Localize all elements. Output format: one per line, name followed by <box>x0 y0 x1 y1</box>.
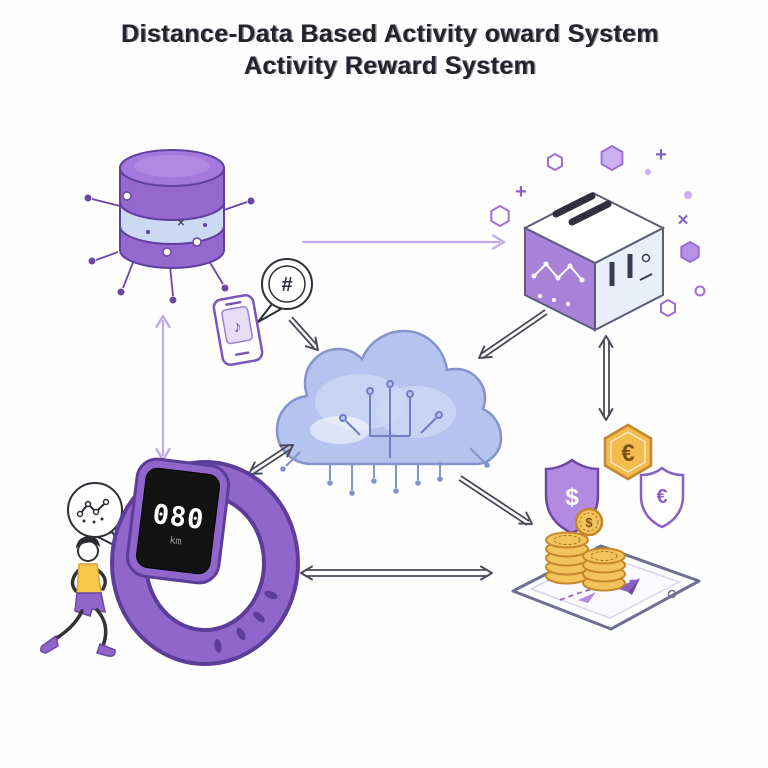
hashtag-bubble-icon: # <box>257 258 313 323</box>
plus-decoration-icon: + <box>515 181 527 203</box>
arrow-cloud-to-rewards <box>458 475 537 531</box>
database-cross-mark: ✕ <box>177 218 185 229</box>
runner-figure <box>39 536 116 657</box>
euro-hexagon-badge: € <box>603 423 653 481</box>
fitness-band-icon: 080 km <box>110 457 300 666</box>
diagram-title-line2: Activity Reward System <box>244 52 536 80</box>
music-phone-icon: ♪ <box>212 294 264 366</box>
arrow-bubble-to-cloud <box>288 316 324 356</box>
paper-plane-small-icon <box>578 592 596 603</box>
rewards-cluster: € $ € $ <box>511 423 701 631</box>
euro-shield-badge: € <box>639 466 685 529</box>
activity-chart-bubble <box>67 482 127 553</box>
server-chart-dots <box>531 261 585 306</box>
cloud-circuit-pins <box>280 447 490 496</box>
diagram-title-line1: Distance-Data Based Activity oward Syste… <box>121 20 659 48</box>
arrow-server-to-cloud <box>474 309 548 365</box>
dollar-symbol: $ <box>565 484 579 511</box>
plus-decoration-icon: + <box>655 144 667 166</box>
arrow-band-to-tablet <box>300 565 493 581</box>
band-screen: 080 km <box>125 457 231 585</box>
euro-symbol: € <box>656 486 667 508</box>
dollar-coin: $ <box>574 507 604 537</box>
server-hexagon-decorations <box>490 144 706 318</box>
coin-stacks <box>545 531 626 592</box>
hashtag-icon: # <box>281 274 292 296</box>
tablet-dashed-trail <box>559 579 639 601</box>
cross-decoration-icon: ✕ <box>677 212 690 229</box>
chart-bubble-dots <box>76 498 110 524</box>
band-strap-holes <box>214 590 278 653</box>
database-icon: ✕ <box>84 149 255 304</box>
band-display-unit: km <box>169 535 182 547</box>
arrow-server-to-rewards <box>598 335 614 421</box>
flow-arrows <box>155 234 614 581</box>
server-box-icon: + + ✕ <box>490 144 706 332</box>
euro-symbol: € <box>621 440 634 467</box>
paper-plane-icon <box>616 578 640 592</box>
band-display-value: 080 <box>151 499 206 536</box>
cloud-circuit-traces <box>339 380 443 458</box>
cloud-computing-icon <box>275 329 503 496</box>
paper-plane-fold <box>628 578 640 595</box>
arrow-band-to-cloud <box>244 438 298 481</box>
database-circuit-decoration <box>84 194 255 304</box>
music-note-icon: ♪ <box>232 316 244 336</box>
dollar-symbol: $ <box>585 515 593 530</box>
